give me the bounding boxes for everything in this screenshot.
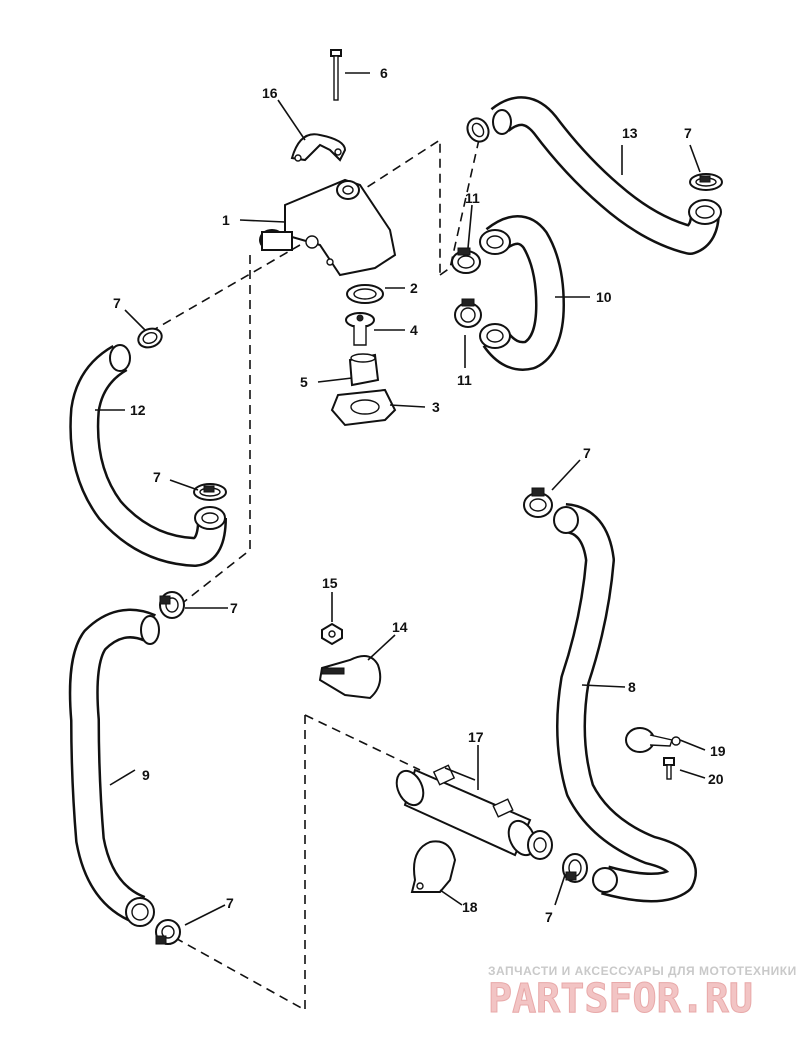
clamp-7-cooler-end [562, 853, 588, 883]
callout-7-hose12: 7 [153, 469, 161, 485]
clamp-7-hose12-end [193, 483, 227, 501]
callout-labels: 6 16 1 2 4 5 3 7 12 7 13 7 11 10 11 7 15… [113, 65, 726, 925]
clamp-7-top-right [689, 173, 723, 191]
bracket-19 [625, 727, 681, 753]
clamp-7-hose8-top [523, 487, 553, 518]
callout-9: 9 [142, 767, 150, 783]
watermark-tagline: ЗАПЧАСТИ И АКСЕССУАРЫ ДЛЯ МОТОТЕХНИКИ [488, 964, 797, 978]
callout-7-hose9-top: 7 [230, 600, 238, 616]
callout-7-cooler: 7 [545, 909, 553, 925]
callout-4: 4 [410, 322, 418, 338]
bracket-18 [410, 840, 457, 893]
hose-8 [553, 503, 697, 903]
clamp-7-top-center [466, 117, 490, 143]
callout-18: 18 [462, 899, 478, 915]
callout-13: 13 [622, 125, 638, 141]
callout-20: 20 [708, 771, 724, 787]
bracket-14 [318, 655, 382, 700]
thermostat-housing [259, 178, 397, 277]
callout-7-top-right: 7 [684, 125, 692, 141]
watermark-brand: PARTSFOR.RU [488, 976, 753, 1022]
callout-7-hose9-bottom: 7 [226, 895, 234, 911]
callout-11-lower: 11 [457, 372, 472, 388]
clamp-7-hose9-bottom [155, 919, 181, 945]
leader-lines [95, 72, 706, 926]
hose-12 [69, 344, 227, 567]
callout-17: 17 [468, 729, 484, 745]
gasket-2 [346, 284, 384, 304]
nut-15 [321, 622, 343, 646]
clamp-7-hose9-top [159, 591, 185, 619]
bolt-6 [330, 49, 342, 101]
clamp-11-upper [451, 247, 481, 274]
hose-9 [68, 608, 160, 927]
callout-15: 15 [322, 575, 338, 591]
hose-13 [490, 96, 722, 255]
sleeve-5 [348, 353, 380, 387]
callout-3: 3 [432, 399, 440, 415]
callout-8: 8 [628, 679, 636, 695]
callout-14: 14 [392, 619, 408, 635]
clamp-7-upper-left [137, 327, 163, 349]
callout-7-hose8: 7 [583, 445, 591, 461]
base-3 [330, 388, 397, 427]
callout-16: 16 [262, 85, 278, 101]
callout-19: 19 [710, 743, 726, 759]
cooler-17 [395, 764, 553, 860]
callout-2: 2 [410, 280, 418, 296]
clamp-11-lower [454, 298, 482, 328]
callout-11-upper: 11 [465, 190, 480, 206]
bracket-16 [290, 133, 347, 162]
routing-lines [149, 134, 481, 1012]
callout-1: 1 [222, 212, 230, 228]
bolt-20 [663, 757, 675, 780]
watermark: ЗАПЧАСТИ И АКСЕССУАРЫ ДЛЯ МОТОТЕХНИКИ PA… [488, 964, 797, 1023]
hose-10 [479, 215, 565, 371]
callout-5: 5 [300, 374, 308, 390]
callout-12: 12 [130, 402, 146, 418]
thermostat-4 [345, 312, 375, 346]
callout-7-upper-left: 7 [113, 295, 121, 311]
callout-6: 6 [380, 65, 388, 81]
callout-10: 10 [596, 289, 612, 305]
